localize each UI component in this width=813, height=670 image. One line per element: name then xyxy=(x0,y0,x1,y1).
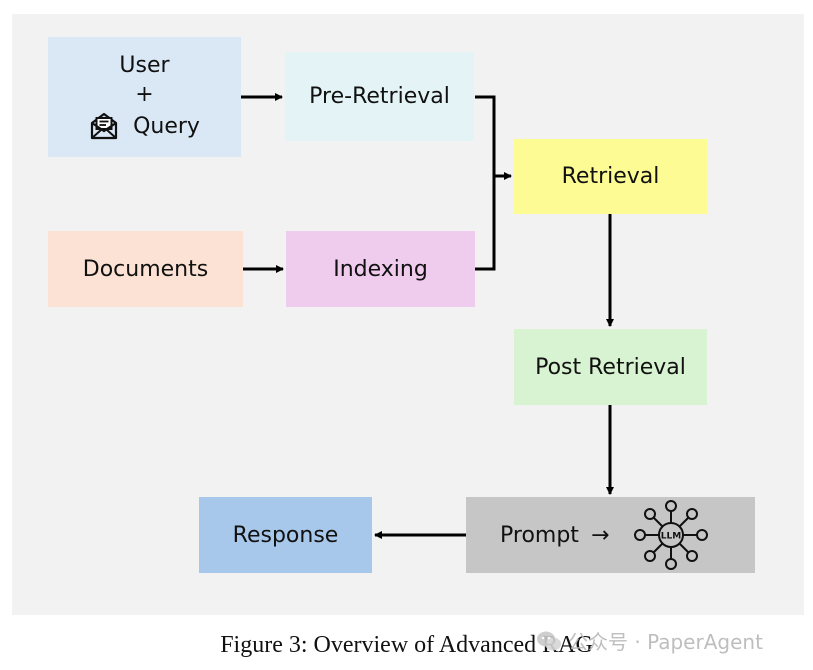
query-label: Query xyxy=(133,113,200,139)
user-query-node: User + Query xyxy=(48,37,241,157)
retrieval-label: Retrieval xyxy=(561,164,660,189)
envelope-letter-icon xyxy=(90,112,118,140)
watermark-text: 公众号 · PaperAgent xyxy=(568,630,763,654)
prompt-arrow: → xyxy=(590,522,610,548)
prompt-node: Prompt → LLM xyxy=(466,497,755,573)
indexing-label: Indexing xyxy=(333,256,428,282)
prompt-label: Prompt xyxy=(500,522,579,548)
response-label: Response xyxy=(232,522,339,548)
user-label: User xyxy=(119,53,170,78)
llm-text: LLM xyxy=(661,532,681,542)
query-row: Query xyxy=(89,111,200,141)
pre-retrieval-label: Pre-Retrieval xyxy=(309,84,450,109)
documents-label: Documents xyxy=(82,256,209,282)
figure-caption: Figure 3: Overview of Advanced RAG xyxy=(220,632,593,658)
pre-retrieval-node: Pre-Retrieval xyxy=(285,52,474,141)
indexing-node: Indexing xyxy=(286,231,475,307)
plus-label: + xyxy=(135,82,154,107)
retrieval-node: Retrieval xyxy=(514,139,707,214)
post-retrieval-node: Post Retrieval xyxy=(514,329,707,405)
post-retrieval-label: Post Retrieval xyxy=(535,354,686,380)
llm-network-icon: LLM xyxy=(634,500,709,570)
watermark: 公众号 · PaperAgent xyxy=(536,626,763,655)
documents-node: Documents xyxy=(48,231,243,307)
wechat-icon xyxy=(537,631,561,650)
response-node: Response xyxy=(199,497,372,573)
